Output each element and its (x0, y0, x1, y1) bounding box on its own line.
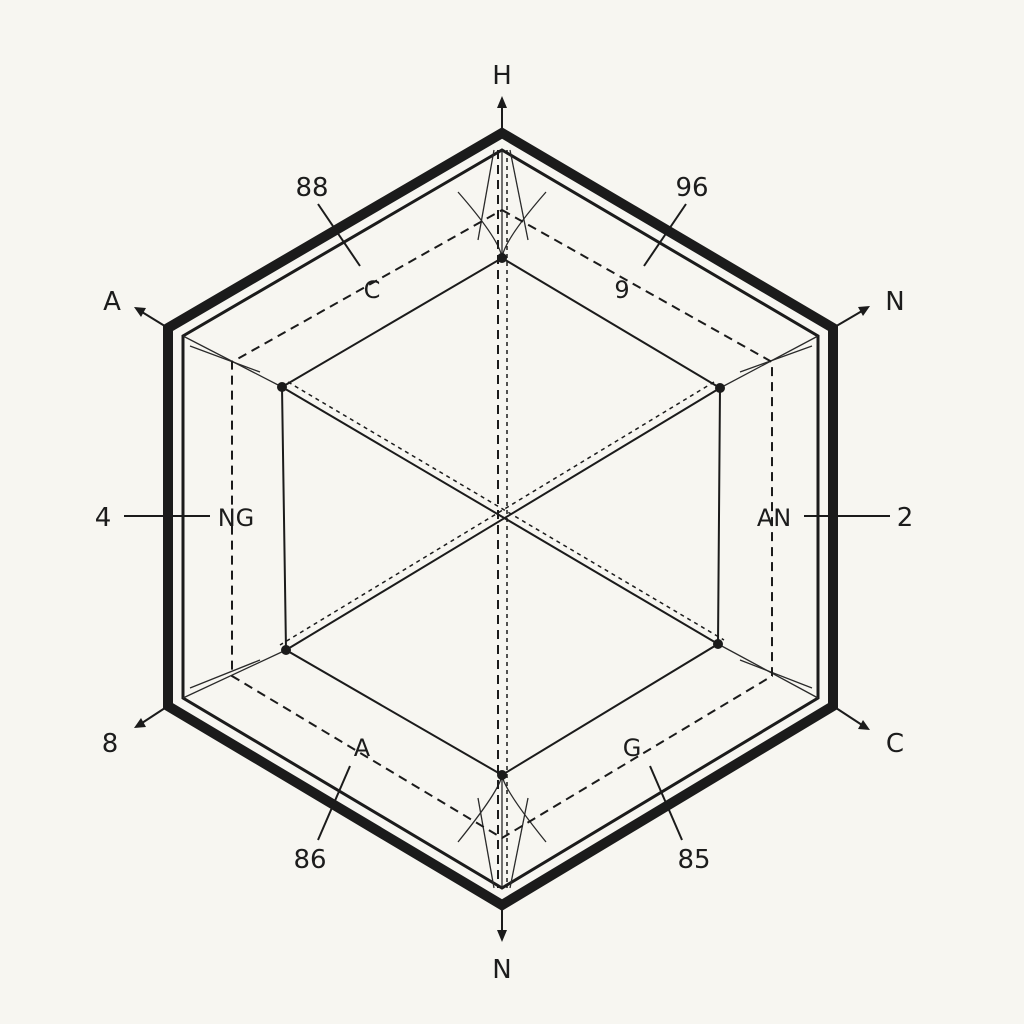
leader-lines (124, 203, 890, 841)
label-lower-left-outer: 8 (102, 729, 119, 759)
label-top-left-inner: C (364, 276, 381, 304)
label-left-inner: NG (218, 504, 255, 532)
label-upper-left-outer: A (103, 287, 121, 317)
label-top: H (492, 61, 512, 91)
label-bottom-left-inner: A (354, 734, 371, 762)
label-top-right-value: 96 (675, 173, 708, 203)
outer-hexagon (163, 127, 838, 911)
label-bottom-left-value: 86 (293, 845, 326, 875)
label-bottom: N (492, 955, 511, 985)
vertex-arrows (134, 96, 870, 942)
label-bottom-right-inner: G (623, 734, 642, 762)
center-diagonals (279, 150, 725, 888)
label-right-inner: AN (757, 504, 791, 532)
label-top-left-value: 88 (295, 173, 328, 203)
label-left-outer: 4 (95, 503, 112, 533)
label-top-right-inner: 9 (614, 276, 629, 304)
dashed-hexagon (231, 208, 773, 840)
label-upper-right-outer: N (885, 287, 904, 317)
label-lower-right-outer: C (886, 729, 904, 759)
label-bottom-right-value: 85 (677, 845, 710, 875)
label-right-outer: 2 (897, 503, 914, 533)
